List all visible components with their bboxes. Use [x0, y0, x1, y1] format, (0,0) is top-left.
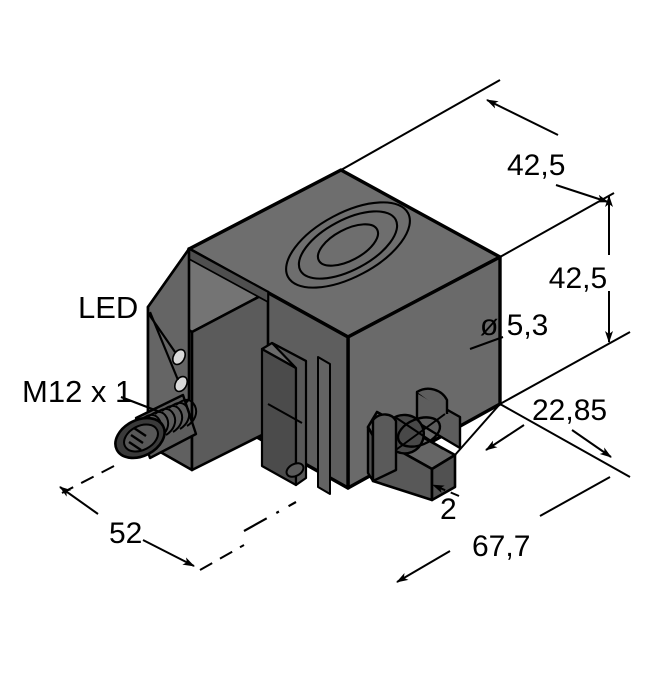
label-led: LED: [78, 290, 180, 381]
dim-arrow-top-left: [486, 99, 559, 136]
m12-connector: [114, 393, 198, 460]
dim-arrow-52-left: [59, 486, 99, 515]
dim-arrow-2285-left: [485, 424, 525, 451]
dim-label-connector-length: 52: [109, 517, 142, 550]
bracket-rear-tab-curve: [416, 387, 449, 414]
led-indicator-2: [173, 375, 189, 393]
ext-line-height-bottom: [499, 331, 631, 405]
dimension-bracket-offset: 22,85: [454, 394, 631, 478]
dim-label-bracket-thickness: 2: [440, 493, 457, 526]
dim-arrow-677-left: [396, 550, 451, 583]
dimension-hole-diameter: ø 5,3: [469, 309, 548, 350]
dim-arrow-2-left: [432, 484, 460, 497]
bracket-left-lobe: [371, 413, 398, 483]
dim-label-height-right: 42,5: [549, 262, 607, 295]
sensing-ring-middle: [297, 210, 399, 280]
label-text-led: LED: [78, 290, 138, 325]
label-text-m12: M12 x 1: [22, 374, 132, 409]
ext-line-52-c: [199, 544, 245, 571]
ext-line-top-b: [499, 192, 615, 258]
leader-line-m12: [120, 395, 161, 414]
dim-arrow-52-right: [142, 539, 195, 567]
sensor-body: [114, 168, 502, 502]
dimension-overall-length: 67,7: [396, 476, 611, 583]
body-seam-strip: [317, 356, 331, 495]
bottom-foot-boss: [285, 462, 305, 478]
sensing-ring-inner: [316, 223, 380, 267]
leader-line-led-2: [148, 311, 180, 381]
label-m12: M12 x 1: [22, 374, 161, 414]
mounting-hole-axis: [392, 413, 446, 453]
sensing-ring-outer: [285, 201, 411, 289]
dim-line-677-right: [539, 476, 611, 517]
mounting-hole: [396, 416, 442, 448]
dim-arrow-2285-right: [571, 429, 612, 458]
centerline: [243, 501, 297, 532]
ext-line-top-a: [340, 79, 501, 171]
dimension-width-top: 42,5: [340, 79, 615, 258]
dim-label-width-top: 42,5: [507, 149, 565, 182]
dimension-bracket-thickness: 2: [432, 484, 460, 526]
front-rib-inner: [270, 341, 308, 487]
dim-label-bracket-offset: 22,85: [532, 394, 607, 427]
dimension-height-right: 42,5: [499, 195, 631, 405]
dim-label-overall-length: 67,7: [472, 530, 530, 563]
led-indicator-1: [171, 348, 187, 366]
ext-line-2285-b: [454, 403, 501, 456]
dim-label-hole-diameter: ø 5,3: [480, 309, 548, 342]
sensing-face-rings: [285, 201, 411, 289]
leader-line-hole: [469, 336, 504, 350]
dimension-connector-length: 52: [59, 465, 245, 571]
front-rib-groove: [267, 403, 303, 424]
connector-pins: [128, 427, 147, 451]
dim-arrow-top-right: [555, 184, 609, 203]
ext-line-2285-a: [499, 403, 631, 478]
mounting-bracket: [366, 387, 462, 502]
